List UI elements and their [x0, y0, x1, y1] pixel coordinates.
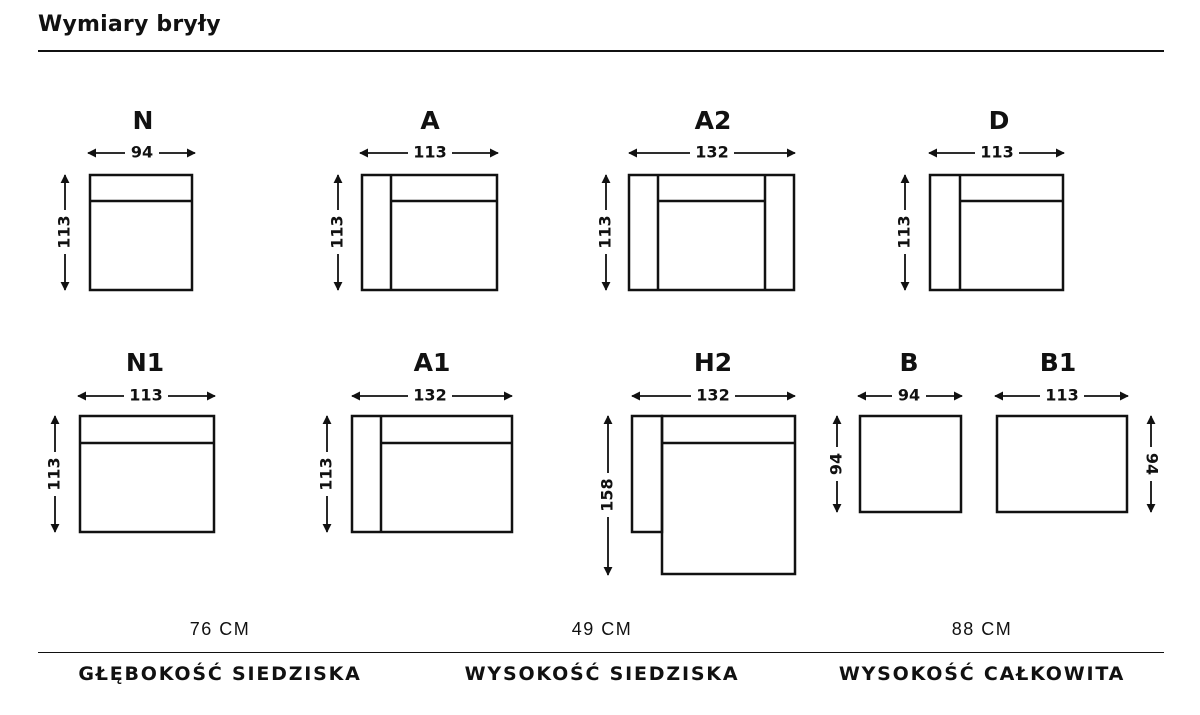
module-d-height: 113: [895, 215, 914, 248]
module-a2-width: 132: [695, 143, 728, 162]
module-d-shape: [928, 173, 1065, 292]
module-a1-width: 132: [413, 386, 446, 405]
module-a2-height: 113: [596, 215, 615, 248]
module-n-label: N: [133, 106, 154, 135]
module-n-shape: [88, 173, 194, 292]
module-h2-shape: [630, 414, 797, 576]
module-n1-width: 113: [129, 386, 162, 405]
module-n1-shape: [78, 414, 216, 534]
module-n-height: 113: [55, 215, 74, 248]
module-b1-height: 94: [1143, 453, 1162, 475]
module-a-width: 113: [413, 143, 446, 162]
title-divider: [38, 50, 1164, 52]
seat-depth-label: GŁĘBOKOŚĆ SIEDZISKA: [78, 663, 362, 685]
module-d-label: D: [989, 106, 1010, 135]
page-title: Wymiary bryły: [38, 12, 221, 37]
module-a1-shape: [350, 414, 514, 534]
module-h2-width: 132: [696, 386, 729, 405]
module-a2-shape: [627, 173, 796, 292]
seat-height-label: WYSOKOŚĆ SIEDZISKA: [464, 663, 740, 685]
module-b-shape: [858, 414, 963, 514]
module-d-width: 113: [980, 143, 1013, 162]
module-h2-label: H2: [694, 348, 732, 377]
module-a-height: 113: [328, 215, 347, 248]
specs-divider: [38, 652, 1164, 653]
module-a-shape: [360, 173, 499, 292]
module-n1-label: N1: [126, 348, 164, 377]
module-b-height: 94: [827, 453, 846, 475]
module-a2-label: A2: [695, 106, 732, 135]
module-a-label: A: [420, 106, 440, 135]
module-b-width: 94: [898, 386, 920, 405]
module-n-width: 94: [131, 143, 153, 162]
module-a1-label: A1: [414, 348, 451, 377]
total-height-value: 88 CM: [951, 619, 1013, 639]
module-n1-height: 113: [45, 457, 64, 490]
total-height-label: WYSOKOŚĆ CAŁKOWITA: [838, 663, 1126, 685]
module-h2-height: 158: [598, 478, 617, 511]
module-b1-width: 113: [1045, 386, 1078, 405]
module-b-label: B: [899, 348, 918, 377]
seat-height-value: 49 CM: [571, 619, 633, 639]
module-a1-height: 113: [317, 457, 336, 490]
module-b1-shape: [995, 414, 1129, 514]
seat-depth-value: 76 CM: [189, 619, 251, 639]
module-b1-label: B1: [1040, 348, 1076, 377]
